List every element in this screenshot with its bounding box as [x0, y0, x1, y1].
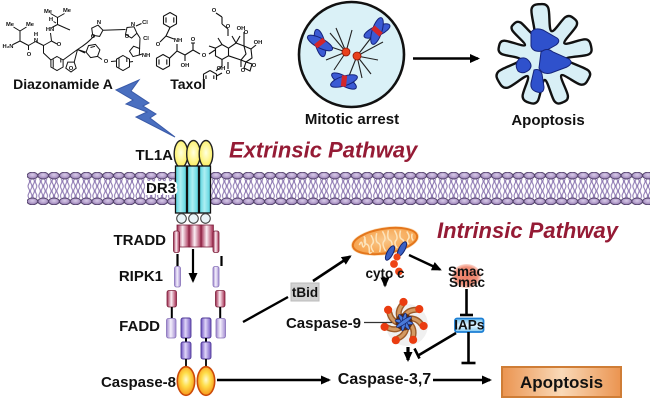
svg-text:N: N	[131, 22, 135, 28]
svg-text:RIPK1: RIPK1	[119, 268, 163, 285]
svg-text:HN: HN	[46, 27, 54, 33]
svg-text:Cl: Cl	[143, 36, 149, 42]
svg-text:Caspase-3,7: Caspase-3,7	[338, 371, 431, 388]
svg-text:Intrinsic Pathway: Intrinsic Pathway	[437, 218, 620, 243]
svg-text:O: O	[91, 34, 96, 40]
svg-text:O: O	[244, 30, 249, 36]
svg-text:H: H	[49, 17, 53, 23]
svg-text:OH: OH	[217, 66, 226, 72]
svg-text:NH: NH	[142, 53, 150, 59]
svg-text:Smac: Smac	[449, 275, 486, 290]
svg-text:FADD: FADD	[119, 318, 160, 335]
svg-text:Apoptosis: Apoptosis	[520, 373, 603, 392]
svg-text:cyto c: cyto c	[365, 266, 405, 281]
svg-text:O: O	[241, 68, 246, 74]
svg-text:Caspase-8: Caspase-8	[101, 374, 176, 391]
svg-text:O: O	[226, 24, 231, 30]
svg-text:OH: OH	[181, 63, 190, 69]
svg-text:Caspase-9: Caspase-9	[286, 315, 361, 332]
svg-text:Smac: Smac	[448, 264, 485, 279]
svg-text:OH: OH	[254, 40, 263, 46]
svg-text:O: O	[212, 8, 217, 14]
svg-text:O: O	[69, 66, 74, 72]
svg-text:O: O	[125, 34, 130, 40]
svg-text:O: O	[104, 59, 109, 65]
svg-text:O: O	[252, 63, 257, 69]
svg-text:O: O	[202, 53, 207, 59]
svg-text:IAPs: IAPs	[454, 318, 484, 333]
svg-text:Me: Me	[44, 9, 53, 15]
svg-text:H: H	[34, 32, 38, 38]
svg-text:tBid: tBid	[292, 285, 318, 300]
svg-text:Me: Me	[26, 22, 35, 28]
svg-text:O: O	[27, 52, 32, 58]
svg-text:Diazonamide A: Diazonamide A	[13, 76, 113, 92]
svg-text:OH: OH	[237, 26, 246, 32]
svg-text:Cl: Cl	[142, 20, 148, 26]
svg-text:H₂N: H₂N	[3, 44, 14, 50]
svg-text:TRADD: TRADD	[114, 232, 167, 249]
svg-text:Mitotic arrest: Mitotic arrest	[305, 111, 399, 128]
svg-text:Me: Me	[6, 22, 15, 28]
svg-text:N: N	[34, 38, 38, 44]
svg-text:Me: Me	[63, 8, 72, 14]
svg-text:Apoptosis: Apoptosis	[511, 112, 584, 129]
svg-text:O: O	[57, 42, 62, 48]
svg-text:Extrinsic Pathway: Extrinsic Pathway	[229, 138, 419, 163]
svg-text:Taxol: Taxol	[170, 76, 206, 92]
svg-text:DR3: DR3	[146, 180, 176, 197]
svg-text:O: O	[191, 37, 196, 43]
svg-text:NH: NH	[174, 38, 182, 44]
svg-text:O: O	[156, 42, 161, 48]
svg-text:TL1A: TL1A	[136, 147, 174, 164]
svg-text:O: O	[226, 70, 231, 76]
svg-text:N: N	[97, 20, 101, 26]
